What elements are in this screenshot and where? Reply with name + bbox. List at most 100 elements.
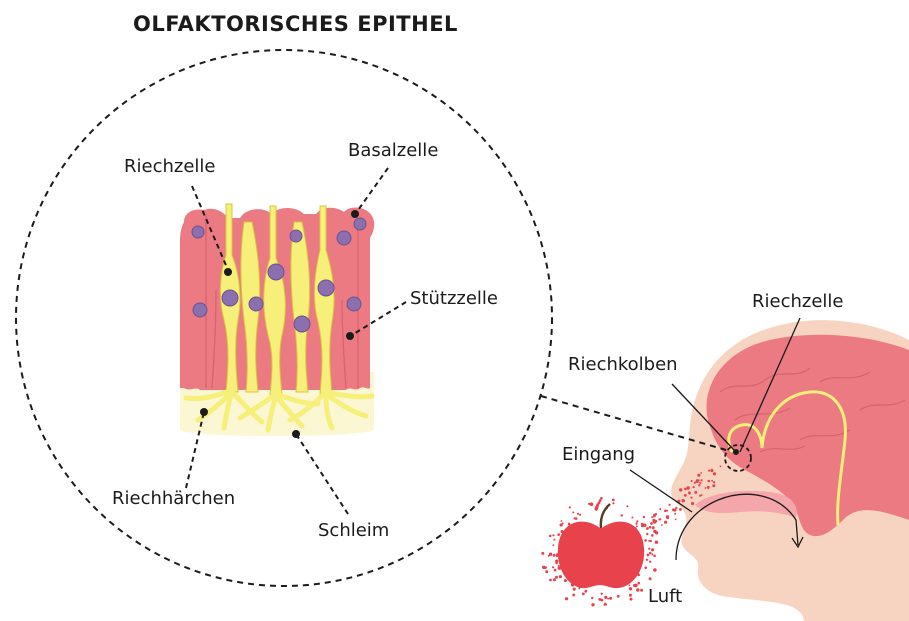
scent-dot (629, 594, 632, 597)
scent-dot (713, 472, 716, 475)
scent-dot (635, 523, 637, 525)
scent-dot (552, 566, 554, 568)
scent-dot (609, 597, 612, 600)
scent-dot (549, 535, 552, 538)
scent-dot (640, 589, 643, 592)
scent-dot (674, 509, 677, 512)
scent-dot (629, 587, 632, 590)
apple-illustration (541, 497, 658, 607)
scent-dot (713, 481, 715, 483)
scent-dot (701, 479, 703, 481)
scent-dot (652, 526, 655, 529)
scent-dot (612, 499, 615, 502)
scent-dot (553, 544, 555, 546)
scent-dot (607, 598, 609, 600)
scent-dot (675, 519, 677, 521)
page-title: OLFAKTORISCHES EPITHEL (133, 12, 458, 36)
scent-dot (590, 502, 594, 506)
scent-dot (690, 497, 692, 499)
scent-dot (646, 559, 648, 561)
scent-dot (651, 516, 653, 518)
scent-dot (696, 479, 699, 482)
scent-dot (664, 521, 667, 524)
scent-dot (584, 590, 587, 593)
scent-dot (573, 588, 576, 591)
scent-dot (646, 533, 648, 535)
label-riechzelle: Riechzelle (124, 156, 216, 177)
scent-dot (549, 579, 552, 582)
scent-dot (689, 493, 691, 495)
scent-dot (542, 566, 545, 569)
scent-dot (599, 499, 602, 502)
scent-dot (591, 597, 593, 599)
scent-dot (621, 514, 623, 516)
scent-dot (617, 595, 620, 598)
scent-dot (708, 469, 710, 471)
scent-dot (652, 549, 654, 551)
scent-dot (642, 525, 645, 528)
scent-dot (596, 503, 599, 506)
label-stuetzzelle: Stützzelle (410, 288, 498, 309)
scent-dot (684, 488, 687, 491)
scent-dot (651, 534, 654, 537)
scent-dot (674, 513, 676, 515)
scent-dot (659, 508, 661, 510)
scent-dot (651, 553, 653, 555)
scent-dot (646, 527, 649, 530)
scent-dot (693, 486, 695, 488)
leader-dot (200, 408, 208, 416)
scent-dot (605, 603, 607, 605)
scent-dot (705, 487, 707, 489)
scent-dot (600, 497, 603, 500)
scent-dot (644, 566, 647, 569)
scent-dot (711, 470, 714, 473)
scent-dot (643, 516, 645, 518)
scent-dot (697, 474, 700, 477)
scent-dot (655, 531, 658, 534)
scent-dot (649, 552, 652, 555)
scent-dot (720, 466, 722, 468)
leader-dot (351, 210, 359, 218)
nucleus (268, 264, 284, 280)
scent-dot (698, 484, 700, 486)
scent-dot (699, 482, 701, 484)
scent-dot (682, 499, 685, 502)
scent-dot (655, 520, 658, 523)
nucleus (249, 297, 263, 311)
scent-dot (691, 480, 693, 482)
scent-dot (555, 576, 558, 579)
scent-dot (653, 568, 657, 572)
scent-dot (557, 533, 560, 536)
scent-dot (569, 506, 571, 508)
nucleus (318, 280, 334, 296)
leader-dot (292, 430, 300, 438)
scent-dot (628, 584, 630, 586)
scent-dot (712, 484, 715, 487)
scent-dot (637, 582, 640, 585)
scent-dot (545, 570, 548, 573)
scent-dot (553, 578, 556, 581)
scent-dot (711, 480, 713, 482)
nucleus (193, 303, 207, 317)
scent-dot (636, 588, 639, 591)
scent-dot (579, 514, 581, 516)
scent-dot (564, 579, 567, 582)
scent-dot (649, 561, 651, 563)
scent-dot (686, 486, 689, 489)
scent-dot (553, 554, 556, 557)
scent-dot (565, 597, 568, 600)
leader-basalzelle (356, 168, 388, 213)
scent-dot (556, 555, 558, 557)
scent-dot (708, 480, 711, 483)
label-eingang: Eingang (562, 444, 635, 465)
leader-dot (224, 268, 232, 276)
leader-dot (346, 332, 354, 340)
scent-dot (604, 596, 607, 599)
scent-dot (653, 555, 656, 558)
scent-dot (636, 525, 638, 527)
label-riechhaerchen: Riechhärchen (112, 488, 235, 509)
scent-dot (655, 541, 658, 544)
scent-dot (707, 486, 710, 489)
nucleus (290, 230, 302, 242)
